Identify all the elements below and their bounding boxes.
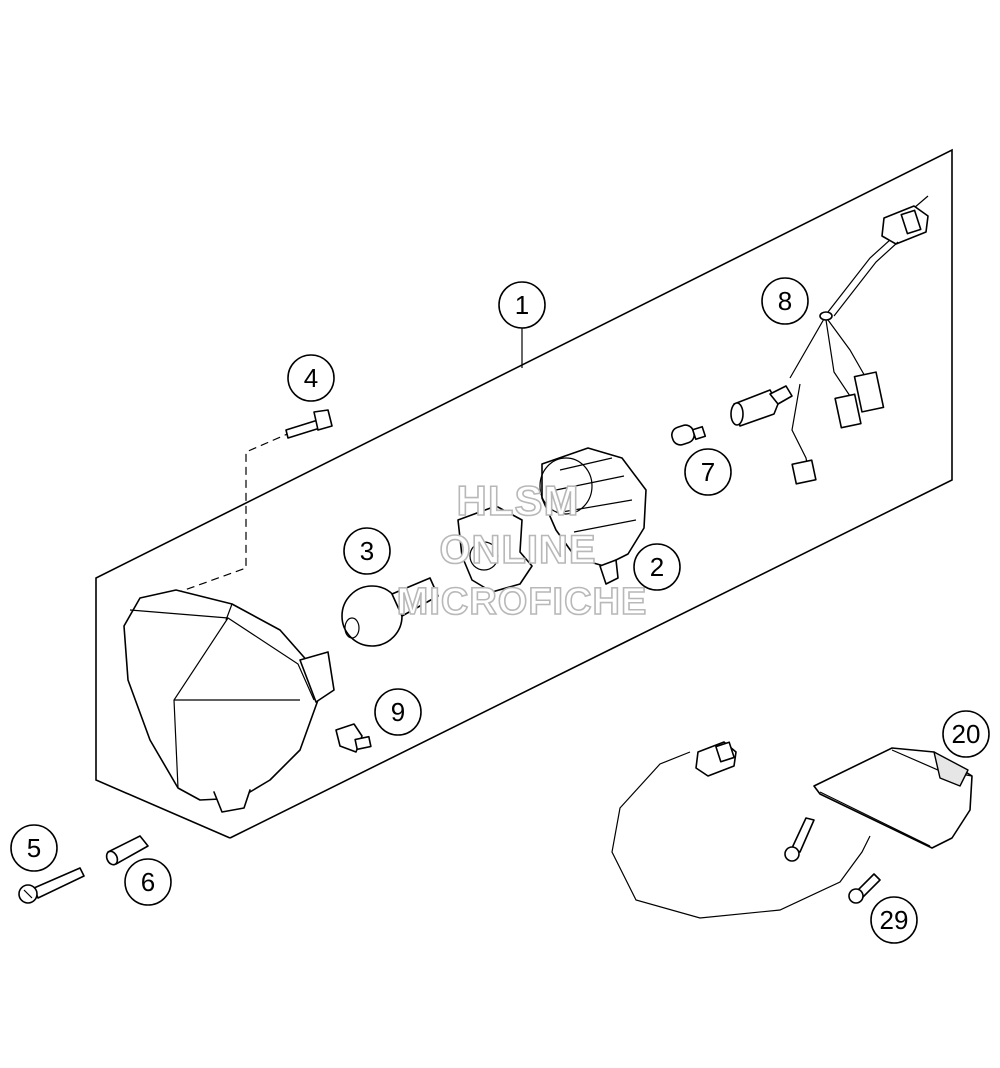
wiring-harness-part[interactable]	[730, 195, 929, 485]
callout-5[interactable]: 5	[10, 824, 58, 872]
callout-3-label: 3	[360, 536, 374, 566]
license-plate-light-part[interactable]	[611, 741, 973, 919]
headlight-housing[interactable]	[123, 589, 335, 813]
callout-2[interactable]: 2	[633, 543, 681, 591]
callout-2-label: 2	[650, 552, 664, 582]
callout-4[interactable]: 4	[287, 354, 335, 402]
callout-9[interactable]: 9	[374, 688, 422, 736]
watermark-line-2: ONLINE	[439, 528, 596, 572]
callout-8-label: 8	[778, 286, 792, 316]
callout-9-label: 9	[391, 697, 405, 727]
bulb-socket-part[interactable]	[457, 505, 533, 593]
callout-7-label: 7	[701, 457, 715, 487]
watermark-line-1: HLSM	[457, 477, 580, 524]
bolt-part-29-lower[interactable]	[848, 873, 881, 904]
small-bulb-part[interactable]	[670, 423, 707, 447]
assembly-frame	[95, 148, 953, 839]
callout-5-label: 5	[27, 833, 41, 863]
spacer-part-6[interactable]	[105, 835, 149, 866]
callout-1-label: 1	[515, 290, 529, 320]
bolt-part-4[interactable]	[285, 409, 333, 439]
bulb-part[interactable]	[341, 577, 439, 647]
callout-3[interactable]: 3	[343, 527, 391, 575]
callout-8[interactable]: 8	[761, 277, 809, 325]
callout-29[interactable]: 29	[870, 896, 918, 944]
watermark: HLSM ONLINE MICROFICHE	[396, 476, 648, 624]
callout-20[interactable]: 20	[942, 710, 990, 758]
bolt-part-29-upper[interactable]	[784, 817, 815, 862]
watermark-line-3: MICROFICHE	[397, 581, 648, 623]
callout-7[interactable]: 7	[684, 448, 732, 496]
rubber-boot-part[interactable]	[539, 447, 647, 585]
callout-20-label: 20	[952, 719, 981, 749]
screw-part-5[interactable]	[18, 867, 85, 904]
callout-4-label: 4	[304, 363, 318, 393]
callout-1[interactable]: 1	[498, 281, 546, 329]
callout-6[interactable]: 6	[124, 858, 172, 906]
callout-29-label: 29	[880, 905, 909, 935]
fitting-part-9[interactable]	[335, 723, 372, 753]
callout-6-label: 6	[141, 867, 155, 897]
